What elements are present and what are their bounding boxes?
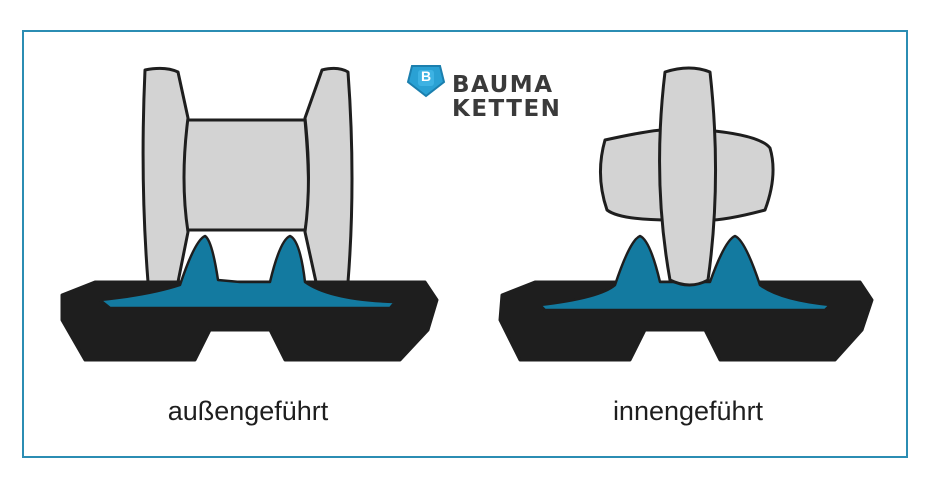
guide-lugs-right <box>538 234 832 312</box>
logo-badge-letter: B <box>420 68 432 84</box>
diagram-frame <box>22 30 908 458</box>
logo-text-line1: BAUMA <box>452 72 554 98</box>
logo-badge-icon <box>406 65 446 98</box>
roller-left-flange <box>141 66 190 284</box>
wheel-rim <box>658 66 718 287</box>
roller-right-flange <box>303 66 354 284</box>
guide-lugs-left <box>98 234 397 310</box>
label-outer-guided: außengeführt <box>167 396 329 426</box>
logo-text-line2: KETTEN <box>452 96 562 122</box>
outer-guided-assembly <box>60 66 439 362</box>
inner-guided-assembly <box>498 66 874 362</box>
label-inner-guided: innengeführt <box>612 396 764 426</box>
roller-body <box>180 118 310 232</box>
